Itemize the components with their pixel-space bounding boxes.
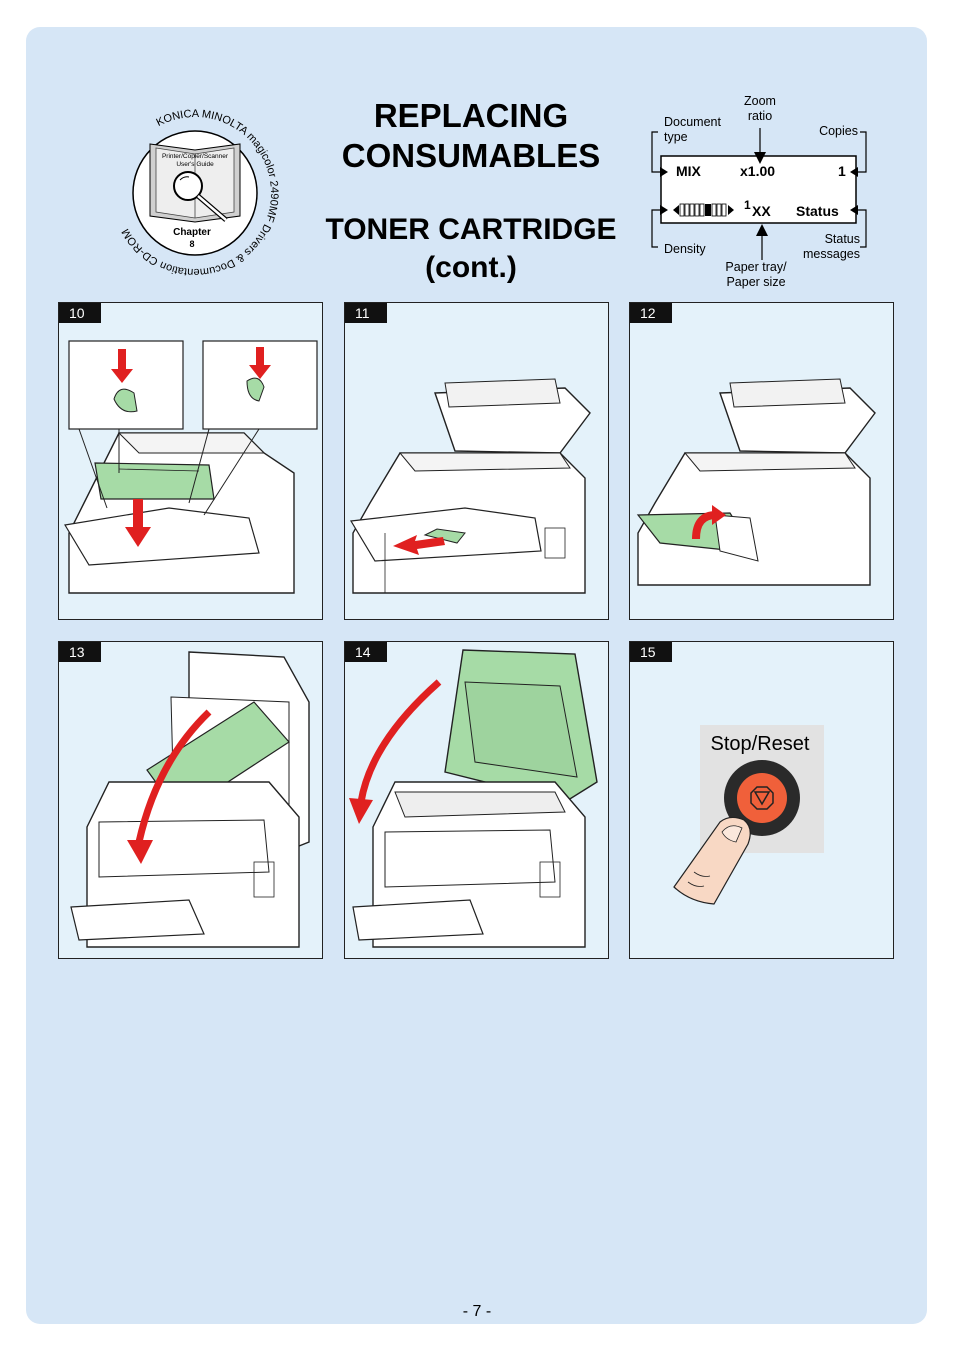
arrow-up-icon [756,224,768,236]
arrow-down-icon [125,499,151,547]
step-number: 12 [630,303,672,323]
cd-rom-badge: KONICA MINOLTA magicolor 2490MF Drivers … [120,108,280,278]
magnifier-icon [173,171,228,222]
lever-highlight [423,528,466,544]
stop-reset-button[interactable] [724,760,800,836]
subtitle-line-2: (cont.) [425,251,517,284]
label-density: Density [664,242,706,256]
lcd-status: Status [796,203,839,219]
lcd-tray-sup: 1 [744,198,751,212]
page-subtitle: TONER CARTRIDGE (cont.) [300,211,642,287]
lcd-zoom: x1.00 [740,163,775,179]
page-number: - 7 - [462,1303,492,1320]
step-panel-15: Stop/Reset 15 [629,641,894,959]
density-icon [673,203,734,217]
step-panel-13: 13 [58,641,323,959]
arrow-left-icon [393,535,445,555]
label-zoom-ratio: Zoom ratio [744,94,776,123]
step-number: 14 [345,642,387,662]
toner-cartridge-highlight [94,462,215,500]
chapter-number: 8 [189,239,194,249]
step-number: 15 [630,642,672,662]
step-panel-10: 10 [58,302,323,620]
lcd-diagram: MIX x1.00 1 1 XX Status Zoom ratio Docum… [648,92,880,292]
book-title-line1: Printer/Copier/Scanner [162,153,229,160]
step-number: 11 [345,303,387,323]
step-14-illustration [349,649,598,948]
step-panel-12: 12 [629,302,894,620]
arrow-left-icon [850,205,858,215]
lcd-tray: XX [752,203,771,219]
stop-icon [750,786,774,810]
stop-reset-label: Stop/Reset [711,733,810,755]
step-12-illustration [636,378,876,586]
lcd-screen [660,155,857,224]
lcd-copies: 1 [838,163,846,179]
arrow-right-icon [660,167,668,177]
arrow-left-icon [850,167,858,177]
step-15-illustration: Stop/Reset [673,725,824,905]
step-13-illustration [70,651,310,948]
subtitle-line-1: TONER CARTRIDGE [325,213,617,246]
title-line-2: CONSUMABLES [341,137,601,174]
lcd-doc-type: MIX [676,163,702,179]
label-status-messages: Status messages [803,232,860,261]
page-title: REPLACING CONSUMABLES [300,96,642,176]
step-10-illustration [64,340,318,594]
label-document-type: Document type [664,115,721,144]
arrow-down-icon [754,152,766,164]
chapter-label: Chapter [173,227,211,238]
arrow-curve-icon [127,709,212,864]
step-panel-11: 11 [344,302,609,620]
step-number: 10 [59,303,101,323]
finger-icon [673,816,751,905]
arrow-curve-icon [349,679,442,824]
step-panel-14: 14 [344,641,609,959]
step-number: 13 [59,642,101,662]
lcd-diagram-lines: MIX x1.00 1 1 XX Status [651,128,867,260]
arrow-curve-icon [692,505,726,540]
label-copies: Copies [819,124,858,138]
step-11-illustration [350,378,591,594]
book-title-line2: User's Guide [176,161,214,168]
arrow-right-icon [660,205,668,215]
label-paper-tray: Paper tray/ Paper size [725,260,787,289]
title-line-1: REPLACING [373,97,569,134]
